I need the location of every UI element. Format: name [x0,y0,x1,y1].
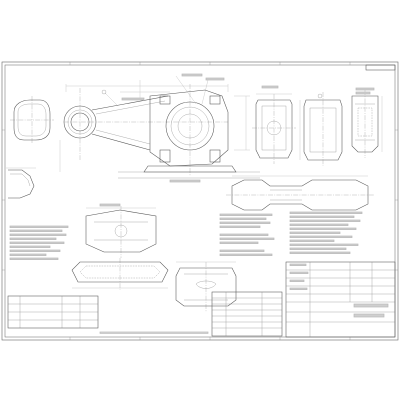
side-view-s3 [351,87,383,158]
notes-block-left [9,225,69,260]
corner-reference-box [365,64,396,71]
main-part-front-view [59,73,260,183]
sheet-outer-border [1,61,399,341]
notes-block-right [289,211,363,254]
reference-view-top-left [10,96,54,144]
section-view-lower [71,203,169,290]
parts-list-table [211,291,283,337]
side-view-s1 [252,85,296,164]
zone-ticks [2,62,398,340]
bottom-view-rod [226,175,374,211]
detail-view-left [6,167,36,199]
revision-table [7,295,99,329]
sheet-inner-border [4,64,396,338]
section-view-c [175,261,237,312]
notes-block-middle [219,213,275,256]
title-block [285,261,396,338]
bottom-fine-print [99,331,209,334]
side-view-s2 [299,92,343,166]
